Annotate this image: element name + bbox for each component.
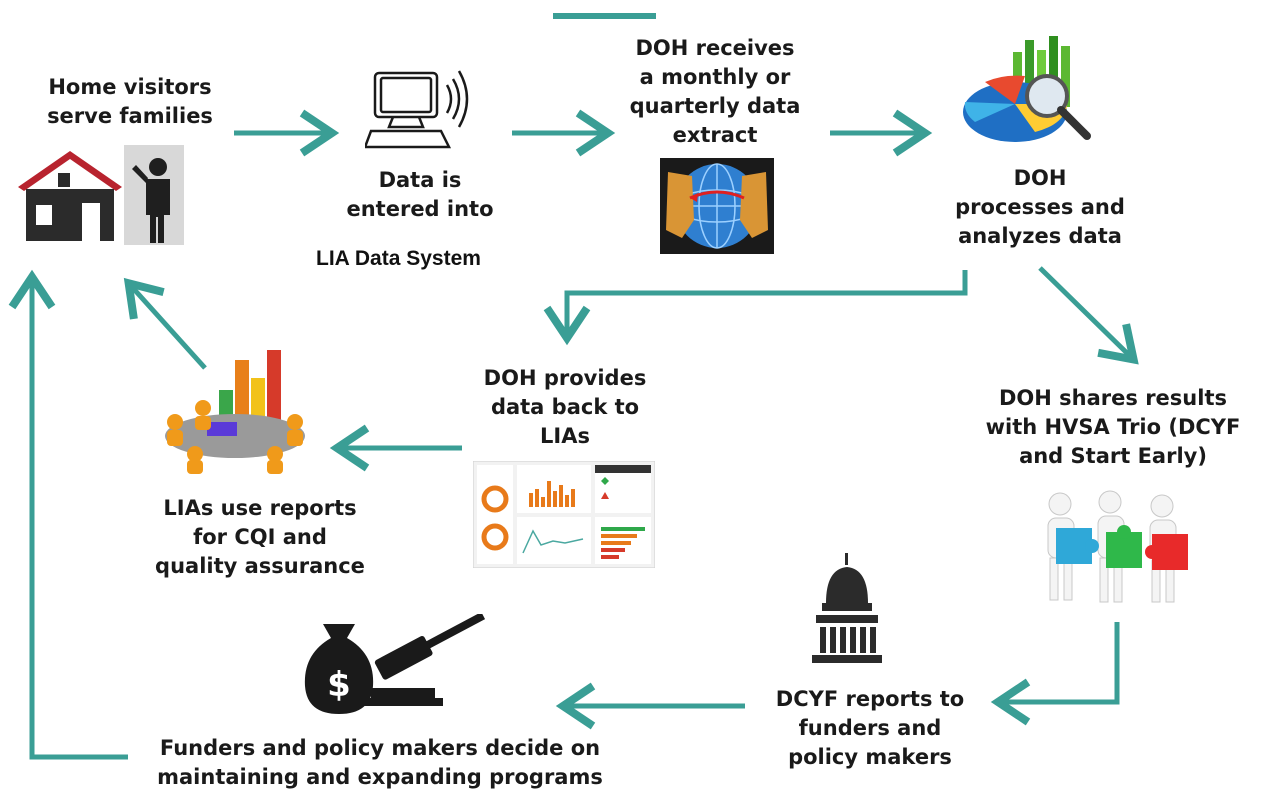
computer-terminal-icon xyxy=(365,70,469,149)
label-line: entered into xyxy=(346,197,494,221)
dashboard-report-icon xyxy=(473,461,655,568)
label-line: DOH receives xyxy=(635,36,795,60)
label-line: a monthly or xyxy=(639,65,791,89)
label-line: and Start Early) xyxy=(1019,444,1207,468)
label-line: extract xyxy=(672,123,758,147)
team-meeting-chart-icon xyxy=(165,350,305,474)
arrow-share-to-dcyf xyxy=(990,622,1120,726)
label-line: quality assurance xyxy=(155,554,365,578)
label-line: with HVSA Trio (DCYF xyxy=(985,415,1241,439)
step-doh-shares: DOH shares results with HVSA Trio (DCYF … xyxy=(968,384,1258,471)
arrow-funders-to-home xyxy=(8,269,128,760)
puzzle-people-icon xyxy=(1047,490,1188,603)
arrow-lias-to-home xyxy=(123,277,207,370)
label-line: data back to xyxy=(490,395,640,419)
house-and-person-icon xyxy=(18,145,184,245)
label-line: Data is xyxy=(378,168,462,192)
lia-data-system-label: LIA Data System xyxy=(316,247,481,270)
label-line: analyzes data xyxy=(958,224,1122,248)
label-line: serve families xyxy=(47,104,213,128)
label-line: maintaining and expanding programs xyxy=(157,765,603,789)
arrow-process-to-provide xyxy=(543,270,968,346)
label-line: policy makers xyxy=(788,745,952,769)
label-line: for CQI and xyxy=(193,525,327,549)
step-funders-decide: Funders and policy makers decide on main… xyxy=(130,734,630,792)
step-home-visitors: Home visitors serve families xyxy=(25,73,235,131)
capitol-building-icon xyxy=(812,553,882,663)
label-line: Funders and policy makers decide on xyxy=(159,736,601,760)
label-line: DCYF reports to xyxy=(775,687,965,711)
step-data-entered: Data is entered into xyxy=(315,166,525,224)
label-line: DOH provides xyxy=(483,366,647,390)
step-lias-use: LIAs use reports for CQI and quality ass… xyxy=(140,494,380,581)
arrow-process-to-share xyxy=(1038,266,1139,365)
data-transfer-globe-icon xyxy=(660,158,774,254)
label-line: quarterly data xyxy=(629,94,801,118)
label-line: funders and xyxy=(798,716,942,740)
label-line: LIAs xyxy=(540,424,590,448)
money-bag-gavel-icon: $ xyxy=(304,614,486,714)
label-line: Home visitors xyxy=(48,75,212,99)
step-doh-receives: DOH receives a monthly or quarterly data… xyxy=(600,34,830,150)
pie-chart-magnifier-icon xyxy=(963,36,1091,142)
step-doh-provides: DOH provides data back to LIAs xyxy=(450,364,680,451)
label-line: LIAs use reports xyxy=(163,496,357,520)
step-dcyf-reports: DCYF reports to funders and policy maker… xyxy=(745,685,995,772)
label-line: DOH shares results xyxy=(999,386,1227,410)
label-line: DOH xyxy=(1013,166,1067,190)
step-doh-processes: DOH processes and analyzes data xyxy=(920,164,1160,251)
label-line: processes and xyxy=(955,195,1125,219)
svg-text:$: $ xyxy=(327,665,351,705)
